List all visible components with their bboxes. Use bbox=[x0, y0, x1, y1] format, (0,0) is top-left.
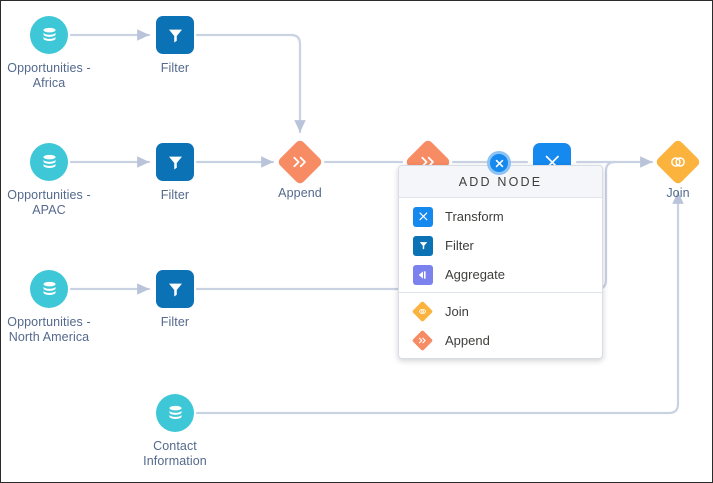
database-icon bbox=[30, 143, 68, 181]
menu-item-label: Filter bbox=[445, 238, 474, 253]
node-label: Filter bbox=[160, 61, 190, 75]
append-icon bbox=[404, 138, 452, 186]
database-icon bbox=[30, 16, 68, 54]
close-icon[interactable] bbox=[487, 151, 511, 175]
funnel-icon bbox=[156, 143, 194, 181]
append-icon bbox=[276, 138, 324, 186]
join-icon bbox=[654, 138, 702, 186]
funnel-icon bbox=[156, 16, 194, 54]
node-label: Filter bbox=[160, 188, 190, 202]
node-label: Opportunities -North America bbox=[7, 315, 91, 344]
menu-item-label: Aggregate bbox=[445, 267, 505, 282]
menu-item-join[interactable]: Join bbox=[399, 297, 602, 326]
menu-item-label: Join bbox=[445, 304, 469, 319]
wire-filter-africa-append bbox=[195, 33, 306, 134]
add-node-popup: ADD NODE Transform Filter bbox=[398, 151, 603, 359]
append-icon bbox=[411, 329, 434, 352]
funnel-icon bbox=[156, 270, 194, 308]
menu-item-transform[interactable]: Transform bbox=[399, 202, 602, 231]
node-label: Filter bbox=[160, 315, 190, 329]
popup-group-secondary: Join Append bbox=[399, 292, 602, 358]
popup-group-primary: Transform Filter Aggregate bbox=[399, 198, 602, 292]
join-icon bbox=[411, 300, 434, 323]
transform-icon bbox=[413, 206, 433, 227]
node-label: Opportunities -Africa bbox=[7, 61, 91, 90]
aggregate-icon bbox=[413, 264, 433, 285]
menu-item-label: Transform bbox=[445, 209, 504, 224]
menu-item-filter[interactable]: Filter bbox=[399, 231, 602, 260]
menu-item-label: Append bbox=[445, 333, 490, 348]
database-icon bbox=[30, 270, 68, 308]
database-icon bbox=[156, 394, 194, 432]
wire-contact-join bbox=[195, 190, 684, 415]
menu-item-aggregate[interactable]: Aggregate bbox=[399, 260, 602, 289]
popup-title: ADD NODE bbox=[458, 174, 543, 189]
funnel-icon bbox=[413, 235, 433, 256]
node-label: Append bbox=[278, 186, 322, 200]
node-label: Join bbox=[666, 186, 690, 200]
menu-item-append[interactable]: Append bbox=[399, 326, 602, 355]
node-label: Opportunities -APAC bbox=[7, 188, 91, 217]
